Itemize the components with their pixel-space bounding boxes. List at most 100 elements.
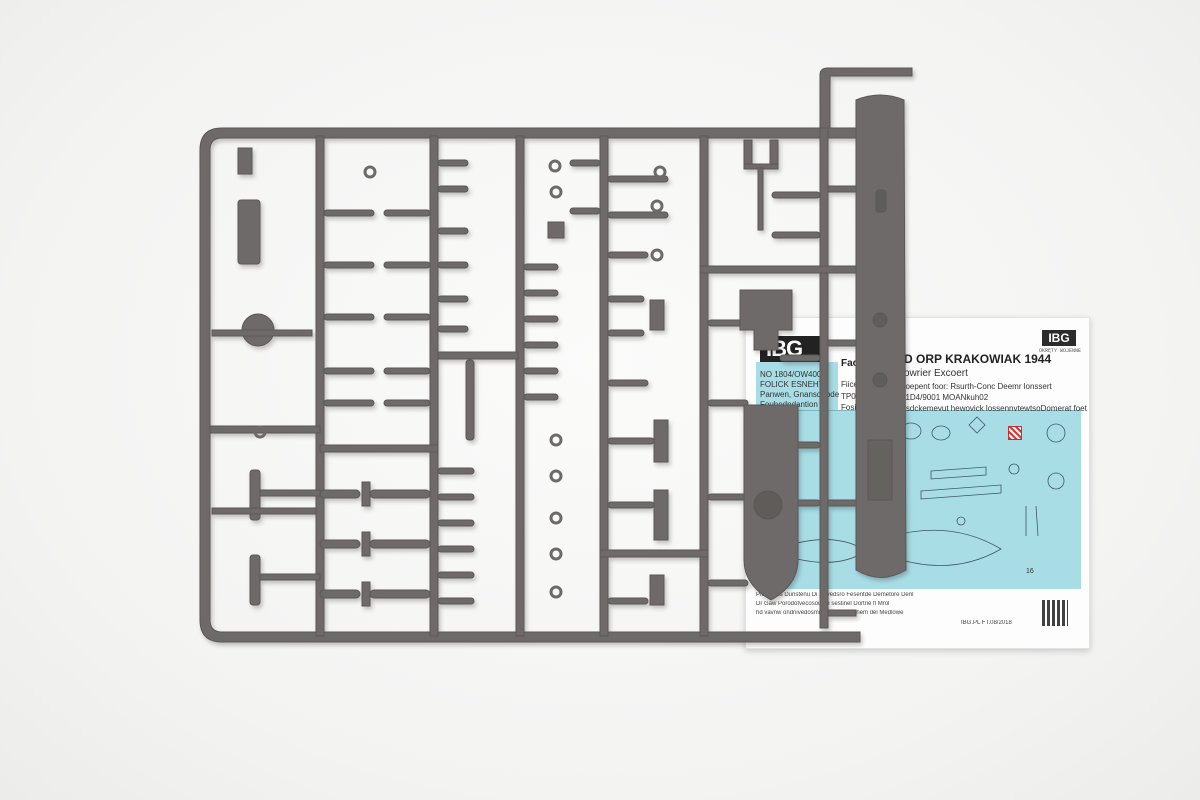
ring-part [650, 199, 664, 213]
sprue-part [369, 589, 431, 599]
sprue-part [259, 489, 321, 497]
ring-part [650, 248, 664, 262]
drawing-part [1035, 505, 1039, 537]
hull-detail [867, 439, 893, 501]
mid-text-line: Fiicee [841, 380, 863, 389]
sprue-part [707, 399, 749, 407]
sprue-runner [437, 351, 519, 360]
sprue-part [437, 519, 475, 527]
sprue-gate [827, 609, 857, 617]
hull-deck-part [855, 94, 907, 578]
sprue-part [779, 354, 821, 362]
sprue-part [607, 211, 669, 219]
sprue-frame [199, 67, 913, 643]
part-group-barrels-a [319, 209, 431, 607]
part-group-column-4 [523, 159, 601, 401]
sprue-part [211, 507, 317, 515]
footer-line: Pfelandus Dunstenu Di Dovedsro Fesentde … [756, 592, 914, 598]
sprue-part [323, 209, 375, 217]
sprue-part [237, 147, 253, 175]
sprue-runner [515, 135, 525, 637]
ring-part [549, 547, 563, 561]
sprue-part [653, 489, 669, 541]
sprue-runner [599, 549, 709, 558]
sheet-title: D ORP KRAKOWIAK 1944 [904, 352, 1052, 366]
sprue-part [437, 571, 475, 579]
right-text-line: hoepent foor: Rsurth-Conc Deemr lonssert [901, 382, 1052, 391]
sprue-part [437, 295, 469, 303]
sprue-runner [429, 135, 439, 637]
sprue-part [369, 489, 431, 499]
drawing-part [1046, 423, 1066, 443]
gun-turret-part [753, 490, 783, 520]
sprue-part [383, 261, 431, 269]
ring-part [549, 185, 563, 199]
drawing-part [968, 416, 986, 434]
sprue-part [547, 221, 565, 239]
title-prefix: Faod [841, 358, 865, 369]
sprue-part [323, 399, 375, 407]
instruction-drawings: 16 [785, 416, 1066, 575]
ring-part [549, 469, 563, 483]
left-text-line: NO 1804/OW400 [760, 370, 822, 379]
ring-part [548, 159, 562, 173]
mid-text-line: TP04 [841, 392, 861, 401]
sprue-part [361, 531, 371, 557]
sprue-part [607, 379, 649, 387]
sprue-part [523, 367, 559, 375]
sprue-part [211, 329, 313, 337]
sprue-part [237, 199, 261, 265]
sprue-part [383, 399, 431, 407]
sprue-part [437, 545, 475, 553]
sprue-part [771, 231, 821, 239]
sprue-part [383, 367, 431, 375]
polish-flag-decal [1008, 426, 1022, 440]
ring-parts [253, 159, 667, 599]
sprue-part [607, 175, 669, 183]
sprue-part [649, 574, 665, 606]
sprue-part [437, 227, 469, 235]
sprue-part [523, 263, 559, 271]
left-text-line: FOLICK ESNEHT [760, 380, 824, 389]
right-text-line: / 1D4/9001 MOANkuh02 [901, 393, 989, 402]
sprue-gate [827, 499, 857, 507]
ring-part [549, 585, 563, 599]
sprue-part [707, 493, 749, 501]
sprue-part [437, 185, 469, 193]
sprue-part [653, 419, 669, 463]
mid-text-line: Fosi [841, 403, 857, 412]
sprue-part [361, 481, 371, 507]
hull-detail [872, 372, 888, 388]
qr-code [1042, 600, 1068, 626]
sprue-part [319, 539, 361, 549]
ring-part [363, 165, 377, 179]
sprue-part [607, 437, 655, 445]
sprue-gate [827, 185, 857, 193]
sheet-subtitle: owrier Excoert [904, 368, 968, 379]
footer-line: IBG.PL FT.08/2018 [961, 620, 1012, 626]
sprue-runner [599, 135, 609, 637]
sprue-part [649, 299, 665, 331]
ring-part [549, 511, 563, 525]
sprue-part [607, 251, 649, 259]
sprue-part [607, 295, 645, 303]
sprue-part [607, 501, 655, 509]
sprue-runner [315, 135, 325, 637]
drawing-part [956, 516, 966, 526]
sprue-part [757, 167, 764, 231]
part-group-barrels-b [437, 159, 475, 605]
sprue-part [569, 207, 601, 215]
sprue-part [361, 581, 371, 607]
drawing-part [920, 484, 1002, 500]
sprue-part [323, 313, 375, 321]
drawing-part [931, 425, 951, 441]
part-group-column-6 [707, 139, 821, 587]
drawing-part [1047, 472, 1065, 490]
sprue-part [383, 313, 431, 321]
sprue-part [437, 261, 469, 269]
sprue-part [607, 329, 645, 337]
sprue-part [523, 289, 559, 297]
ring-part [653, 165, 667, 179]
sprue-part [259, 573, 321, 581]
